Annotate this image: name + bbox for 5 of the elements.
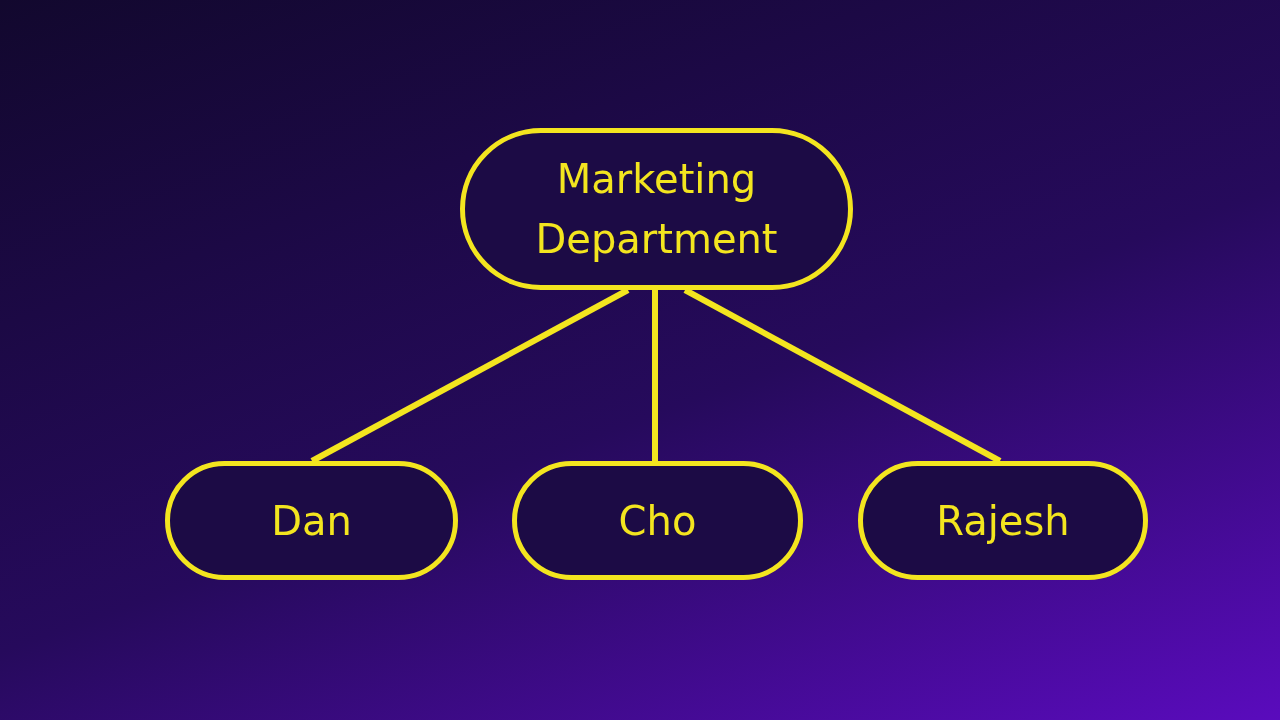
node-label: Rajesh bbox=[936, 496, 1070, 546]
node-label: Cho bbox=[618, 496, 697, 546]
node-label: Dan bbox=[271, 496, 352, 546]
node-label: Marketing Department bbox=[534, 155, 779, 264]
connector-line bbox=[652, 290, 658, 461]
